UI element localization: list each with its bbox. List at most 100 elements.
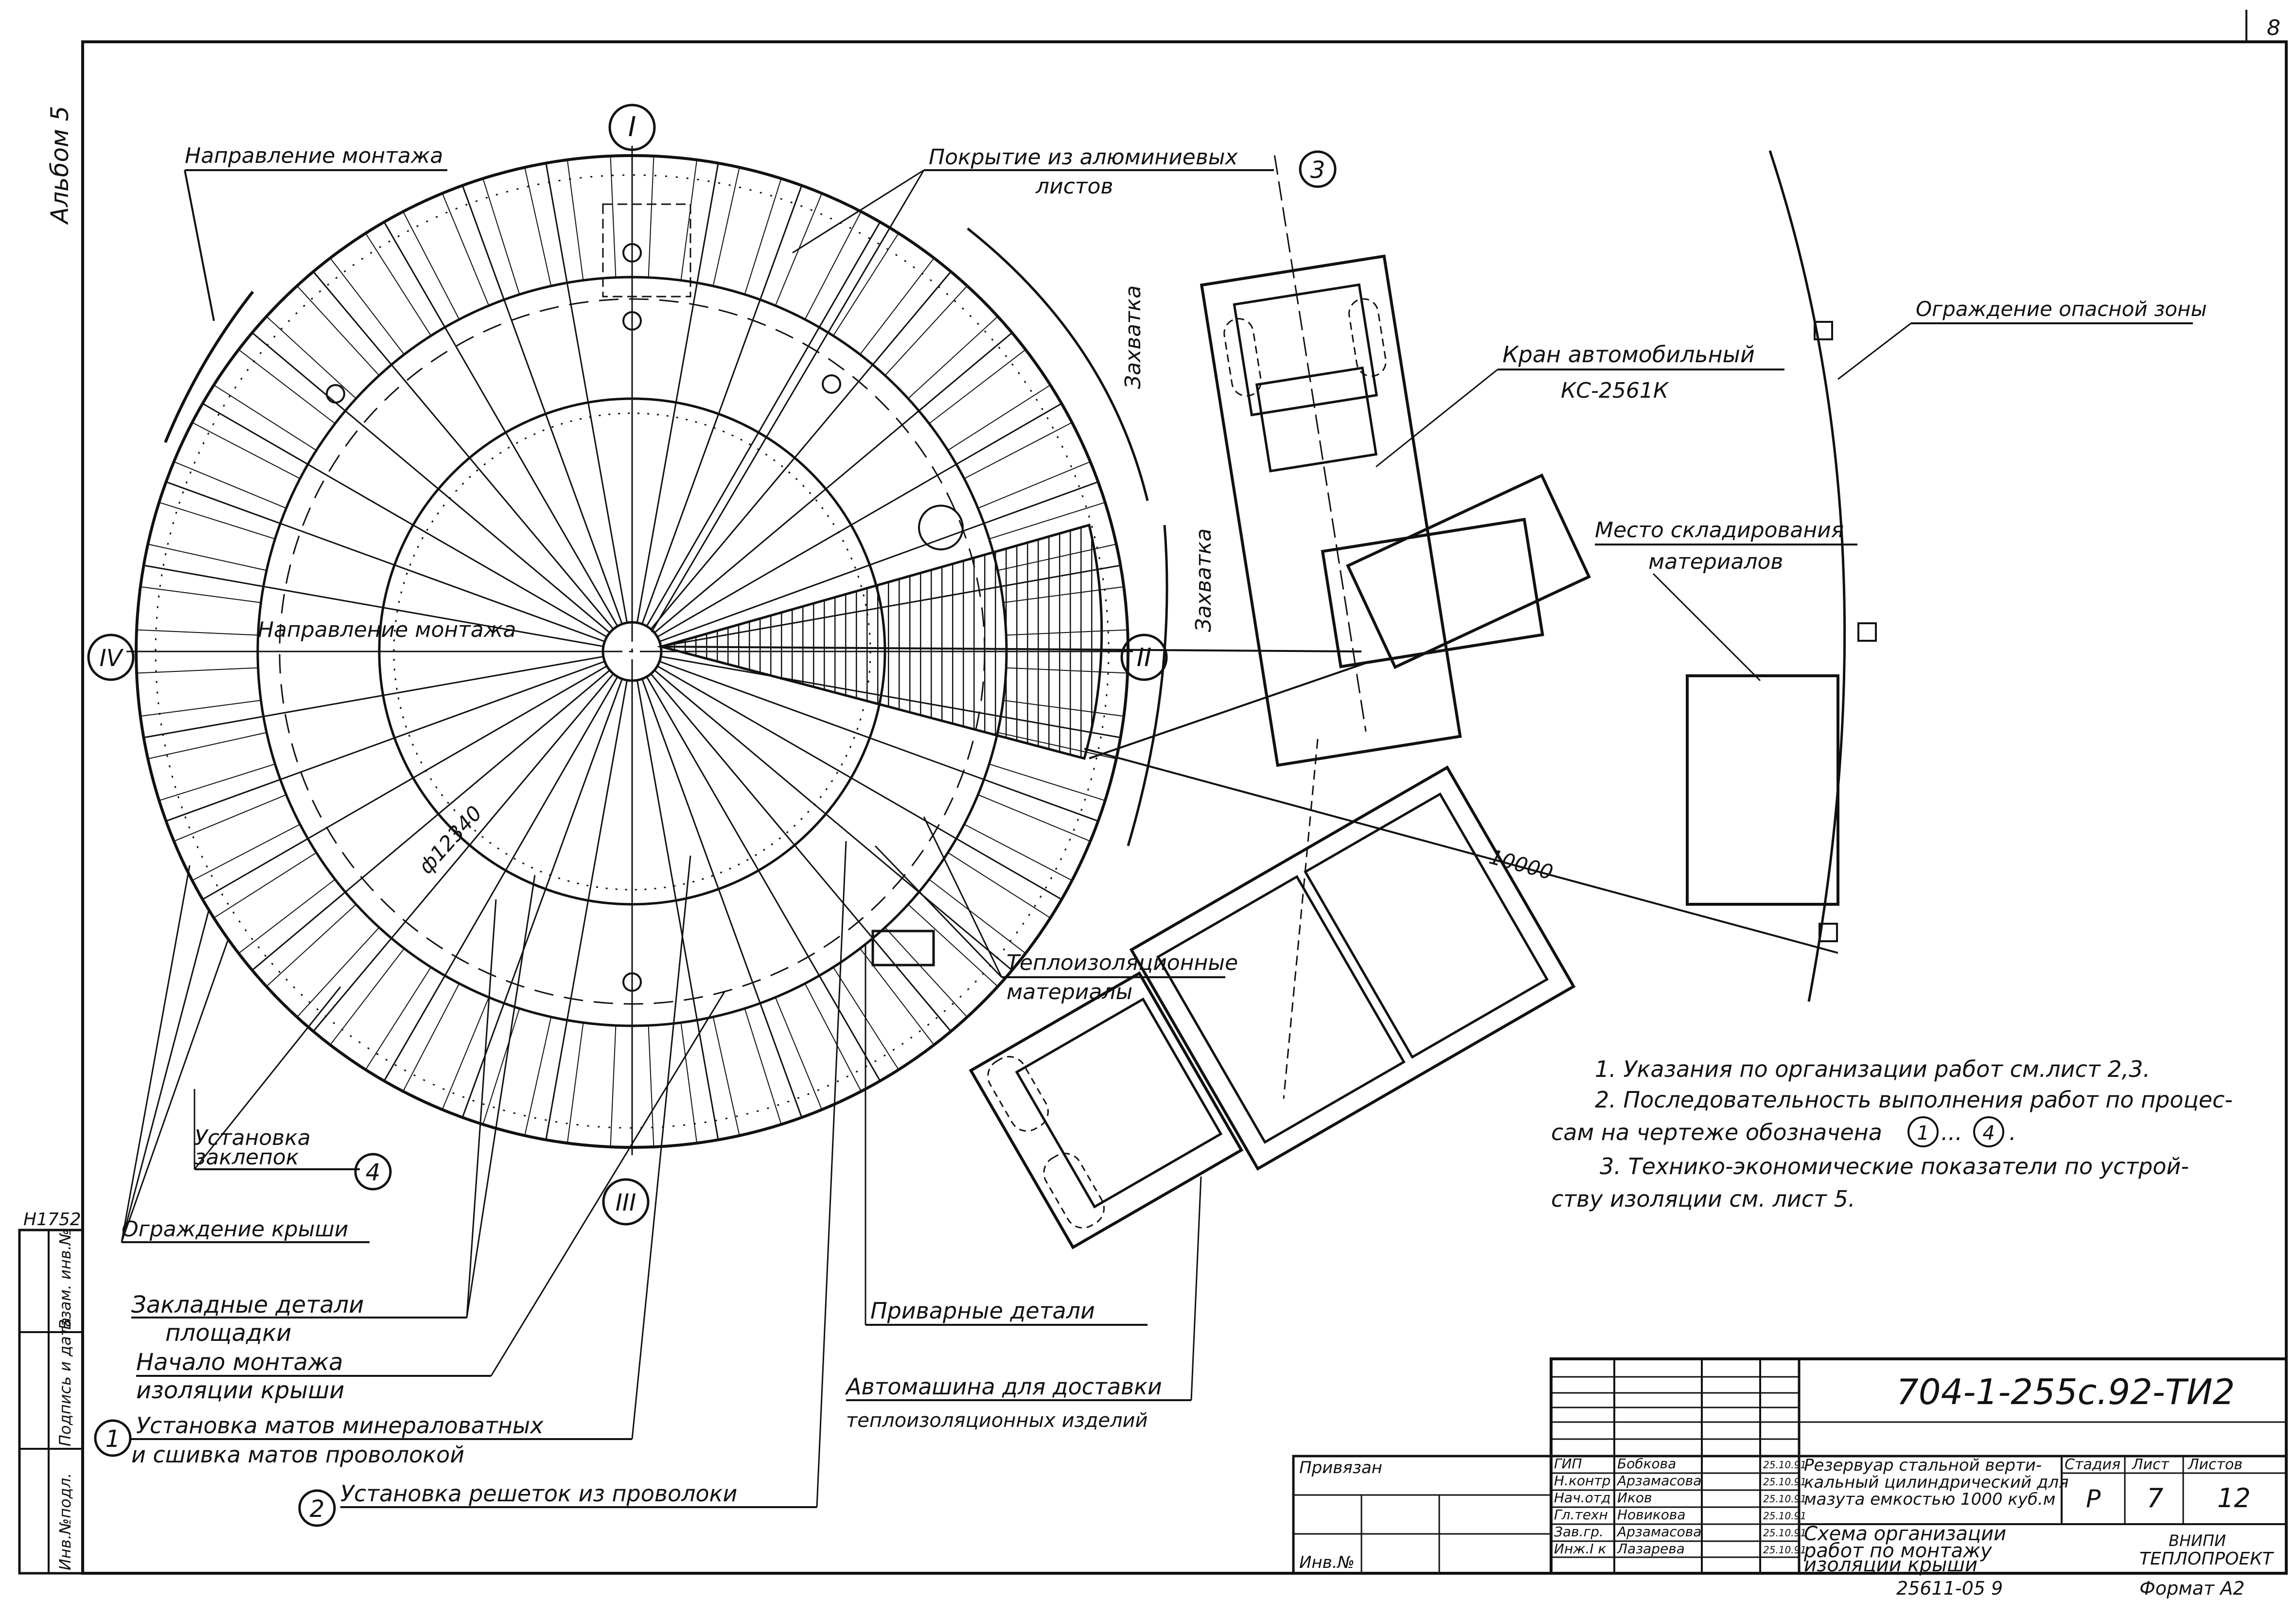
title-name: Новикова — [1617, 1507, 1686, 1523]
roof-secondary-rib — [884, 285, 968, 376]
title-name: Арзамасова — [1616, 1524, 1701, 1540]
roof-secondary-rib — [482, 1008, 520, 1125]
roof-secondary-rib — [566, 1022, 584, 1143]
note-1: 1. Указания по организации работ см.лист… — [1595, 1056, 2150, 1082]
crane-truck — [1200, 155, 1544, 767]
roof-secondary-rib — [648, 1025, 654, 1147]
roof-secondary-rib — [859, 948, 935, 1045]
roof-rib — [461, 185, 623, 625]
note-3a: 3. Технико-экономические показатели по у… — [1600, 1153, 2189, 1179]
roof-rib — [659, 481, 1098, 642]
tank-roof-plan — [126, 146, 1133, 1157]
label-rivets-2: заклепок — [194, 1145, 299, 1170]
title-role: Зав.гр. — [1554, 1524, 1604, 1540]
label-aluminium-cover-1: Покрытие из алюминиевых — [929, 145, 1238, 170]
axis-marker-iv: IV — [87, 633, 135, 681]
album-label: Альбом 5 — [46, 106, 74, 225]
title-code: 704-1-255с.92-ТИ2 — [1896, 1371, 2235, 1412]
roof-rib — [202, 403, 607, 638]
svg-text:III: III — [616, 1189, 636, 1216]
roof-rib — [657, 665, 1062, 900]
note-3b: ству изоляции см. лист 5. — [1551, 1186, 1855, 1212]
zakhvatka-arc-1 — [967, 228, 1149, 501]
roof-rib — [545, 163, 628, 623]
process-marker-2: 2 — [298, 1489, 336, 1527]
roof-secondary-rib — [482, 178, 520, 295]
roof-rib — [313, 673, 614, 1032]
title-object-3: мазута емкостью 1000 куб.м — [1804, 1490, 2055, 1509]
label-truck-2: теплоизоляционных изделий — [846, 1409, 1148, 1432]
note-marker-sep: ... — [1941, 1119, 1962, 1145]
title-date: 25.10.91 — [1763, 1527, 1806, 1539]
roof-rib — [646, 221, 881, 627]
svg-text:I: I — [628, 111, 636, 143]
roof-secondary-rib — [908, 316, 998, 399]
label-roof-fence: Ограждение крыши — [122, 1217, 348, 1242]
roof-rib — [636, 163, 719, 623]
roof-secondary-rib — [859, 258, 935, 355]
roof-rib — [545, 680, 628, 1140]
danger-zone-fence — [1768, 150, 1846, 1002]
title-date: 25.10.91 — [1763, 1493, 1806, 1505]
roof-secondary-rib — [238, 879, 336, 954]
roof-secondary-rib — [174, 794, 286, 842]
roof-secondary-rib — [147, 544, 267, 571]
roof-secondary-rib — [330, 258, 405, 355]
title-date: 25.10.91 — [1763, 1510, 1806, 1522]
roof-secondary-rib — [297, 927, 380, 1018]
note-2b: сам на чертеже обозначена — [1551, 1119, 1882, 1145]
delivery-truck — [969, 765, 1576, 1249]
roof-secondary-rib — [978, 461, 1091, 509]
roof-rib — [641, 185, 803, 625]
bottom-code: 25611-05 9 — [1896, 1578, 2003, 1599]
roof-secondary-rib — [330, 948, 405, 1045]
roof-rib — [202, 665, 607, 900]
label-dimension: 10000 — [1486, 844, 1555, 884]
roof-secondary-rib — [712, 167, 740, 286]
roof-secondary-rib — [680, 159, 698, 281]
roof-rib — [143, 655, 604, 738]
roof-rib — [641, 678, 803, 1118]
roof-secondary-rib — [140, 700, 261, 717]
title-role: Н.контр — [1554, 1473, 1610, 1489]
note-marker-from: 1 — [1917, 1122, 1929, 1144]
roof-secondary-rib — [213, 385, 317, 451]
process-marker-4: 4 — [354, 1153, 392, 1191]
roof-rib — [251, 332, 611, 633]
roof-secondary-rib — [964, 824, 1073, 881]
roof-secondary-rib — [192, 824, 300, 881]
leader-lines — [121, 169, 2193, 1508]
roof-secondary-rib — [213, 852, 317, 918]
roof-secondary-rib — [147, 732, 267, 759]
roof-secondary-rib — [929, 349, 1026, 424]
roof-secondary-rib — [266, 316, 356, 399]
roof-secondary-rib — [978, 794, 1091, 842]
roof-secondary-rib — [744, 1008, 782, 1125]
roof-secondary-rib — [403, 983, 460, 1092]
svg-text:3: 3 — [1310, 157, 1325, 184]
title-object-1: Резервуар стальной верти- — [1804, 1456, 2042, 1475]
title-role: ГИП — [1554, 1456, 1582, 1472]
axis-marker-i: I — [608, 104, 656, 151]
axis-marker-iii: III — [602, 1178, 650, 1226]
title-drawing-1: Схема организации — [1804, 1523, 2006, 1545]
process-marker-1: 1 — [94, 1419, 132, 1457]
roof-secondary-rib — [442, 193, 490, 306]
roof-rib — [659, 661, 1098, 822]
roof-secondary-rib — [136, 667, 258, 674]
roof-secondary-rib — [403, 211, 460, 320]
label-zakhvatka-1: Захватка — [1121, 285, 1146, 389]
title-org-2: ТЕПЛОПРОЕКТ — [2139, 1549, 2275, 1569]
crane-reach-lines — [661, 646, 1838, 1099]
roof-rib — [653, 669, 1013, 971]
roof-rib — [657, 403, 1062, 638]
zakhvatka-arc-2 — [1127, 525, 1168, 846]
title-role: Инж.I к — [1554, 1541, 1607, 1557]
label-start-2: изоляции крыши — [136, 1377, 344, 1404]
roof-rib — [166, 661, 605, 822]
roof-secondary-rib — [804, 211, 862, 320]
roof-rib — [650, 673, 952, 1032]
title-date: 25.10.91 — [1763, 1459, 1806, 1471]
roof-rib — [251, 669, 611, 971]
